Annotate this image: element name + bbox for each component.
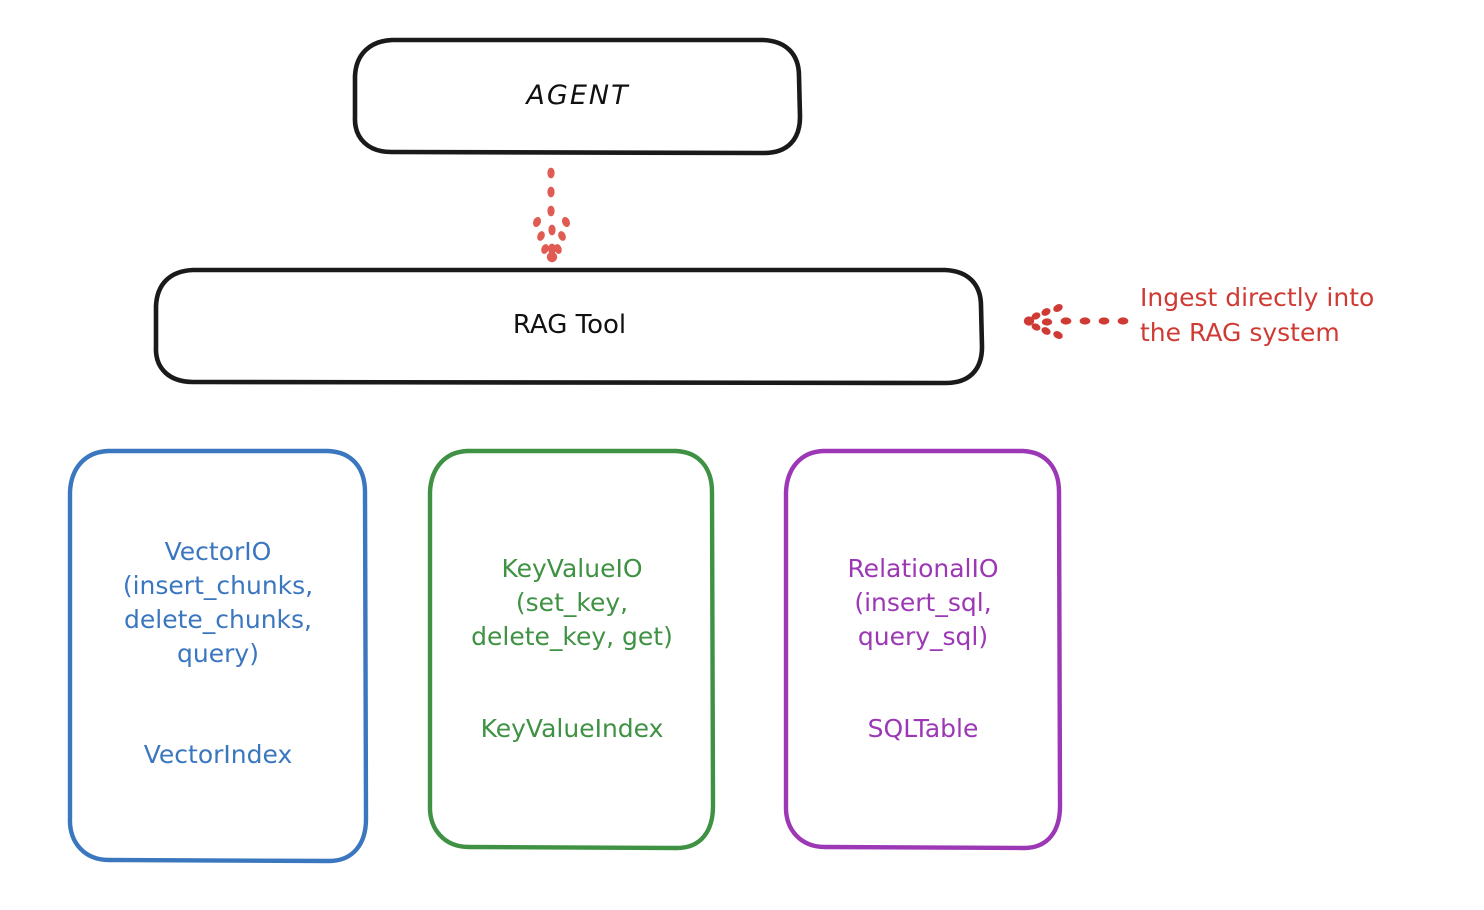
ingest-annotation-label: Ingest directly into the RAG system <box>1140 283 1375 347</box>
dotted-arrow-left-icon <box>1023 304 1129 339</box>
vector-index-label: VectorIndex <box>143 740 293 769</box>
vector-io-node[interactable] <box>67 448 369 864</box>
agent-node-label: AGENT <box>526 80 630 111</box>
vector-io-node-outline <box>67 448 369 864</box>
agent-node[interactable] <box>352 37 803 156</box>
relational-io-api-label: RelationalIO (insert_sql, query_sql) <box>847 554 999 651</box>
keyvalue-io-api-label: KeyValueIO (set_key, delete_key, get) <box>471 554 673 651</box>
relational-io-node-outline <box>783 448 1063 851</box>
sql-table-label: SQLTable <box>867 714 979 743</box>
rag-tool-node-label: RAG Tool <box>512 310 627 340</box>
relational-io-node[interactable] <box>783 448 1063 851</box>
keyvalue-index-label: KeyValueIndex <box>480 714 664 743</box>
vector-io-api-label: VectorIO (insert_chunks, delete_chunks, … <box>122 537 314 668</box>
rag-tool-node[interactable] <box>153 267 985 386</box>
rag-tool-node-outline <box>153 267 985 386</box>
agent-node-outline <box>352 37 803 156</box>
keyvalue-io-node-outline <box>427 448 716 851</box>
keyvalue-io-node[interactable] <box>427 448 716 851</box>
dotted-arrow-down-icon <box>532 167 571 263</box>
